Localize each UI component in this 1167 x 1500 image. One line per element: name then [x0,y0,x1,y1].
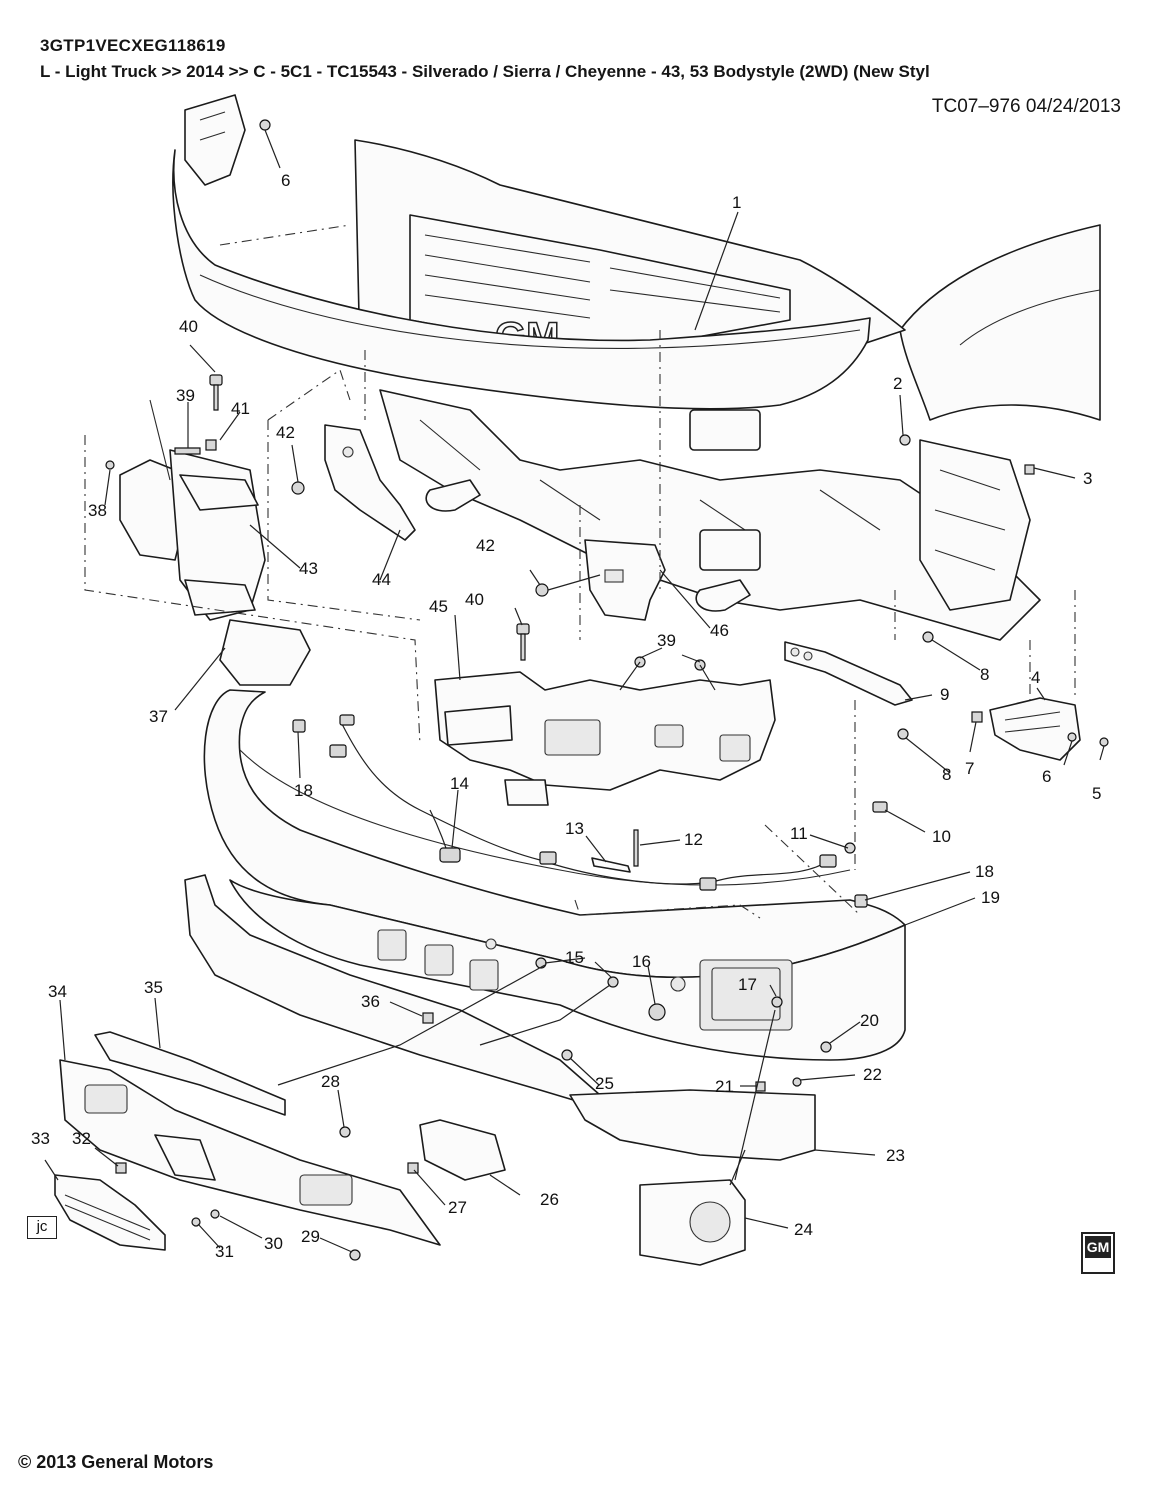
upper-fascia-assembly: GM [172,94,1101,421]
frame-structure [379,389,1041,641]
callout-41: 41 [231,399,250,418]
callout-33: 33 [31,1129,50,1148]
callout-39a: 39 [176,386,195,405]
callout-10: 10 [932,827,951,846]
callout-25: 25 [595,1074,614,1093]
copyright-notice: © 2013 General Motors [18,1452,214,1472]
callout-45: 45 [429,597,448,616]
bracket-4 [989,697,1081,761]
catalog-breadcrumb: L - Light Truck >> 2014 >> C - 5C1 - TC1… [40,62,930,81]
callout-27: 27 [448,1198,467,1217]
callout-32: 32 [72,1129,91,1148]
callout-39b: 39 [657,631,676,650]
vin-number: 3GTP1VECXEG118619 [40,36,226,55]
callout-16: 16 [632,952,651,971]
left-bracket-assembly [119,399,311,686]
callout-18b: 18 [975,862,994,881]
callout-15: 15 [565,948,584,967]
callout-44: 44 [372,570,391,589]
callout-46: 46 [710,621,729,640]
callout-8a: 8 [980,665,989,684]
leader-lines [44,129,1105,1253]
callout-35: 35 [144,978,163,997]
callout-19: 19 [981,888,1000,907]
callout-43: 43 [299,559,318,578]
impact-bar-bracket-45 [434,671,776,806]
callout-30: 30 [264,1234,283,1253]
callout-29: 29 [301,1227,320,1246]
reference-lines [84,224,1076,919]
callout-13: 13 [565,819,584,838]
callout-14: 14 [450,774,469,793]
callout-2: 2 [893,374,902,393]
gm-logo-text: GM [1085,1236,1111,1258]
wiring-harness-14 [329,714,837,891]
fog-bezel-24 [639,1179,746,1266]
callout-23: 23 [886,1146,905,1165]
callout-36: 36 [361,992,380,1011]
callout-38: 38 [88,501,107,520]
callout-21: 21 [715,1077,734,1096]
tc-reference: TC07–976 04/24/2013 [931,96,1121,117]
callout-20: 20 [860,1011,879,1030]
callout-4: 4 [1031,668,1040,687]
callout-31: 31 [215,1242,234,1261]
callout-37: 37 [149,707,168,726]
mounting-bracket-46 [584,539,666,621]
callout-5: 5 [1092,784,1101,803]
callout-11: 11 [790,824,808,843]
mounting-bracket-44 [324,424,416,541]
callout-42a: 42 [276,423,295,442]
callout-28: 28 [321,1072,340,1091]
lower-trim-strip-35 [94,1031,286,1116]
callout-7: 7 [965,759,974,778]
callout-12: 12 [684,830,703,849]
callout-22: 22 [863,1065,882,1084]
fog-lamp-bezel-33 [54,1174,166,1251]
jc-initials-box: jc [27,1216,57,1239]
lower-valance-34 [59,1059,441,1246]
callout-6b: 6 [1042,767,1051,786]
bracket-26 [419,1119,506,1181]
lower-bar-23 [184,874,816,1161]
callout-24: 24 [794,1220,813,1239]
callout-labels: 1 2 3 4 5 6 6 7 8 8 9 10 11 12 13 14 15 … [31,171,1101,1261]
front-bumper-face-bar-19 [203,689,906,1061]
callout-3: 3 [1083,469,1092,488]
callout-1: 1 [732,193,741,212]
callout-40b: 40 [465,590,484,609]
callout-9: 9 [940,685,949,704]
callout-26: 26 [540,1190,559,1209]
gm-logo-icon: GM [1081,1232,1115,1274]
bracket-9 [784,641,913,706]
callout-6a: 6 [281,171,290,190]
callout-40a: 40 [179,317,198,336]
callout-42b: 42 [476,536,495,555]
callout-17: 17 [738,975,757,994]
callout-34: 34 [48,982,67,1001]
callout-18a: 18 [294,781,313,800]
callout-8b: 8 [942,765,951,784]
